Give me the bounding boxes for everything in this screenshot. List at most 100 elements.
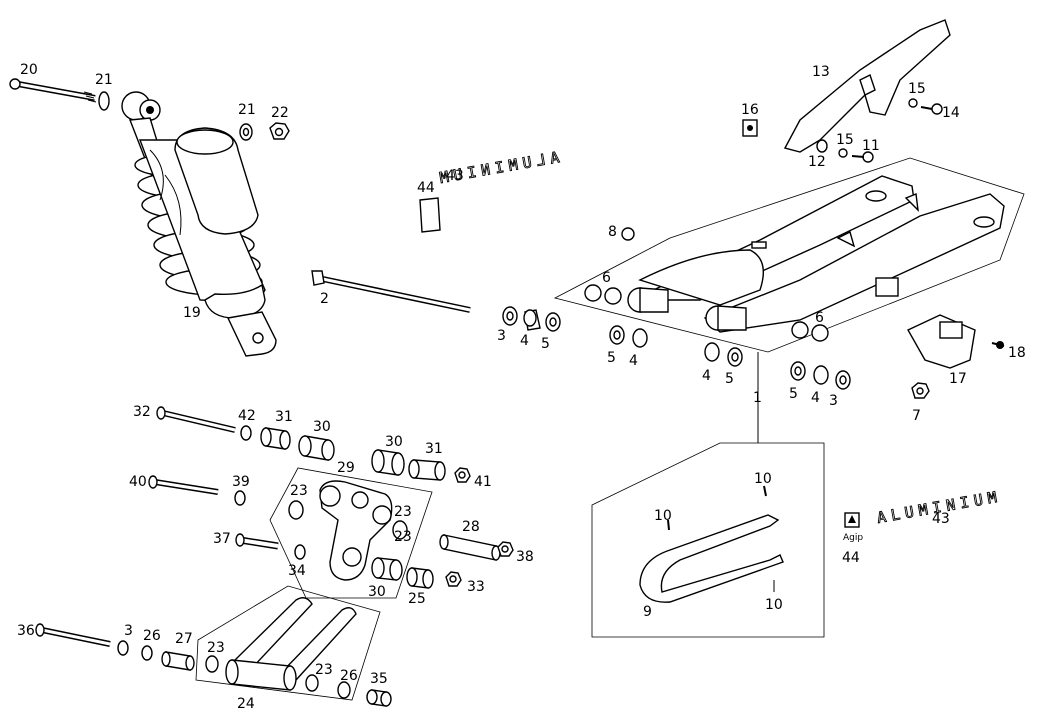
callout-23: 23 — [394, 529, 412, 545]
bush-23-a — [288, 500, 304, 520]
callout-11: 11 — [862, 138, 880, 154]
callout-28: 28 — [462, 519, 480, 535]
swingarm-axle — [311, 270, 471, 313]
callout-43: 43 — [932, 511, 950, 527]
callout-31: 31 — [275, 409, 293, 425]
callout-14: 14 — [942, 105, 960, 121]
decal-sheet-top: ALUMINIUM — [419, 148, 561, 233]
callout-40: 40 — [129, 474, 147, 490]
washer-39 — [234, 490, 246, 506]
callout-44: 44 — [417, 180, 435, 196]
callout-42: 42 — [238, 408, 256, 424]
callout-44: 44 — [842, 550, 860, 566]
screws-10 — [667, 485, 775, 592]
callout-25: 25 — [408, 591, 426, 607]
callout-3: 3 — [497, 328, 506, 344]
callout-15: 15 — [908, 81, 926, 97]
nut-7 — [911, 382, 930, 399]
bush-30-right — [371, 449, 405, 476]
bush-23-b — [392, 520, 408, 540]
bush-27 — [161, 651, 195, 671]
callout-7: 7 — [912, 408, 921, 424]
callout-30: 30 — [313, 419, 331, 435]
callout-12: 12 — [808, 154, 826, 170]
spacer-28 — [439, 534, 501, 561]
bearings-6-right — [791, 321, 829, 342]
callout-5: 5 — [607, 350, 616, 366]
clip-16 — [742, 119, 758, 137]
spacer-set-right — [790, 361, 851, 390]
nut-41 — [454, 467, 471, 483]
callout-3: 3 — [829, 393, 838, 409]
callout-31: 31 — [425, 441, 443, 457]
callout-10: 10 — [654, 508, 672, 524]
callout-4: 4 — [520, 333, 529, 349]
washer-34 — [294, 544, 306, 560]
callout-32: 32 — [133, 404, 151, 420]
plug-8 — [621, 227, 635, 241]
spacer-set-lower — [704, 342, 743, 367]
callout-10: 10 — [765, 597, 783, 613]
spacer-set-middle — [609, 325, 648, 348]
bracket-17 — [907, 314, 976, 369]
callout-24: 24 — [237, 696, 255, 712]
decal-sheet-right: ALUMINIUM Agip — [843, 487, 1004, 543]
rocker-29 — [319, 480, 393, 581]
seal-26-left — [141, 645, 153, 661]
callout-37: 37 — [213, 531, 231, 547]
bush-25 — [406, 567, 434, 589]
callout-26: 26 — [340, 668, 358, 684]
bush-31-right — [408, 459, 446, 481]
callout-34: 34 — [288, 563, 306, 579]
bush-31-left — [260, 427, 291, 450]
callout-23: 23 — [315, 662, 333, 678]
callout-21: 21 — [238, 102, 256, 118]
nut-38 — [497, 541, 514, 557]
callout-6: 6 — [815, 310, 824, 326]
callout-4: 4 — [629, 353, 638, 369]
spacer-12 — [816, 139, 828, 153]
screw-11 — [851, 151, 874, 163]
callout-4: 4 — [702, 368, 711, 384]
callout-20: 20 — [20, 62, 38, 78]
bush-35 — [366, 689, 392, 707]
callout-41: 41 — [474, 474, 492, 490]
bush-30-left — [298, 435, 335, 461]
bush-30-c — [371, 557, 403, 581]
callout-36: 36 — [17, 623, 35, 639]
callout-30: 30 — [385, 434, 403, 450]
chain-slider — [639, 514, 784, 603]
callout-29: 29 — [337, 460, 355, 476]
bolt-32 — [156, 406, 236, 433]
callout-8: 8 — [608, 224, 617, 240]
washer-15-upper — [908, 98, 918, 108]
swingarm — [553, 157, 1025, 353]
bolt-36 — [35, 623, 111, 647]
callout-23: 23 — [290, 483, 308, 499]
washer-3-lower — [117, 640, 129, 656]
callout-39: 39 — [232, 474, 250, 490]
callout-26: 26 — [143, 628, 161, 644]
callout-4: 4 — [811, 390, 820, 406]
link-24 — [225, 597, 357, 691]
callout-18: 18 — [1008, 345, 1026, 361]
callout-23: 23 — [394, 504, 412, 520]
callout-38: 38 — [516, 549, 534, 565]
nut-22 — [269, 122, 290, 140]
sponsor-logo-text: Agip — [843, 533, 863, 543]
spacer-set-left — [502, 306, 561, 332]
callout-30: 30 — [368, 584, 386, 600]
callout-33: 33 — [467, 579, 485, 595]
callout-labels: 1 2 3 3 3 4 4 4 4 5 5 5 5 6 6 7 8 9 10 1… — [17, 62, 1026, 712]
callout-43: 43 — [446, 168, 464, 184]
callout-5: 5 — [725, 371, 734, 387]
screw-18 — [991, 341, 1005, 349]
callout-6: 6 — [602, 270, 611, 286]
bush-23-c — [205, 655, 219, 673]
callout-27: 27 — [175, 631, 193, 647]
callout-35: 35 — [370, 671, 388, 687]
nut-33 — [445, 571, 462, 587]
callout-15: 15 — [836, 132, 854, 148]
bearings-6-left — [584, 284, 622, 305]
